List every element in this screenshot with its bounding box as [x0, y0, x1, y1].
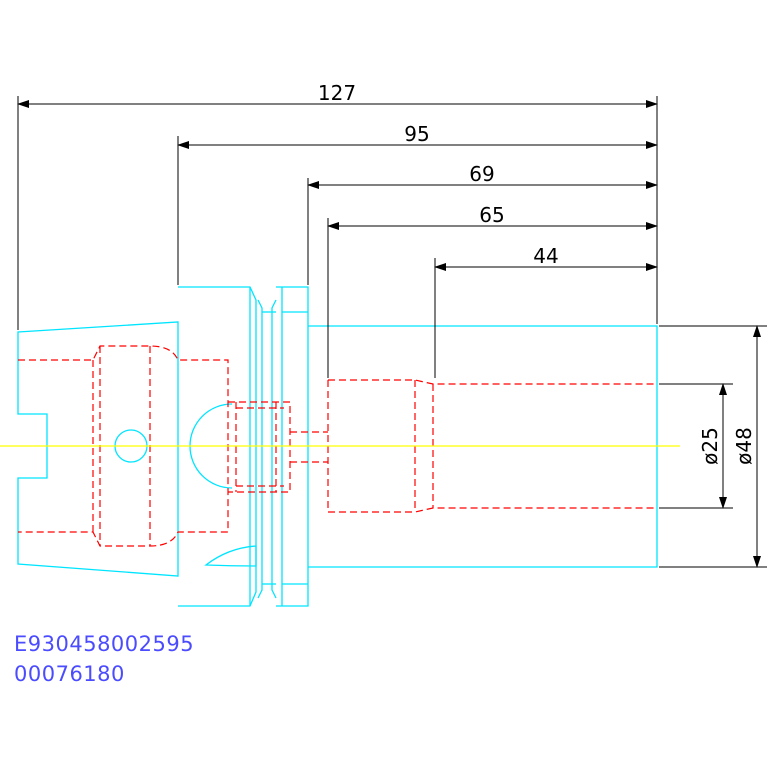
dim-label-d25: ø25 — [698, 427, 722, 465]
dim-label-65: 65 — [479, 203, 504, 227]
groove-ring — [257, 299, 263, 599]
dimension-labels: 127 95 69 65 44 ø25 ø48 — [318, 81, 756, 465]
dim-label-95: 95 — [404, 122, 429, 146]
dim-label-d48: ø48 — [732, 427, 756, 465]
part-number: E930458002595 — [14, 632, 195, 656]
dimension-lines — [17, 100, 761, 568]
taper-shank — [17, 321, 179, 577]
dim-label-69: 69 — [469, 162, 494, 186]
clamp-lever — [204, 545, 257, 567]
article-number: 00076180 — [14, 662, 125, 686]
dim-label-44: 44 — [533, 244, 558, 268]
dim-label-127: 127 — [318, 81, 356, 105]
extension-lines — [17, 96, 767, 568]
